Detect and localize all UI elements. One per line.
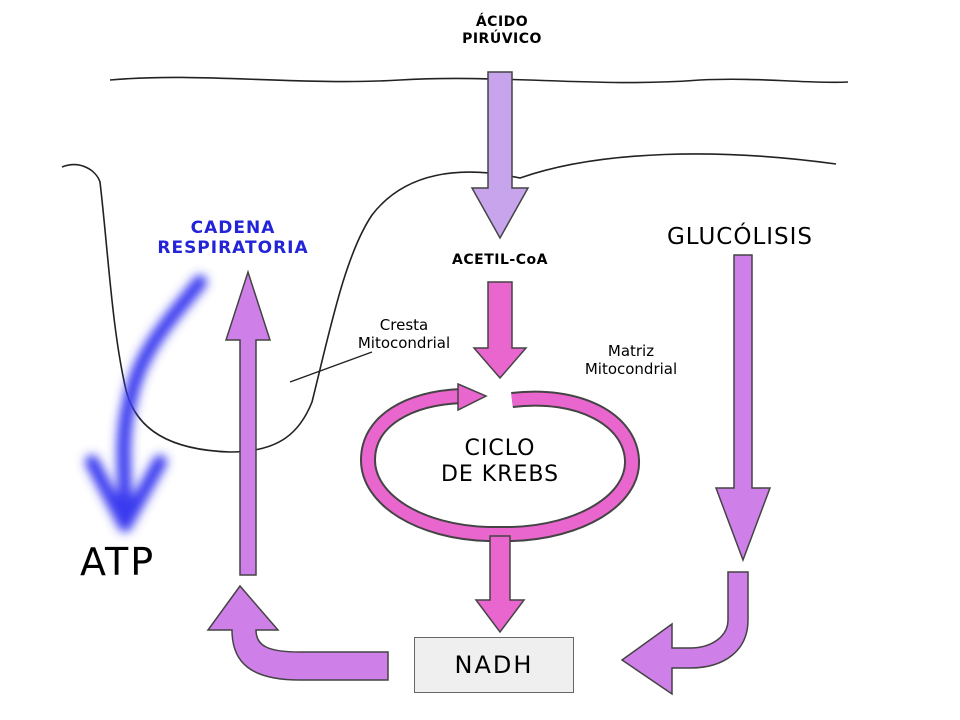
outer-membrane-line	[109, 76, 849, 84]
acetylcoa-to-krebs-arrow	[472, 281, 528, 380]
label-pyruvic-acid: ÁCIDO PIRÚVICO	[462, 14, 542, 47]
label-mito-matrix: Matriz Mitocondrial	[584, 342, 678, 378]
nadh-return-arrow	[206, 584, 389, 681]
label-glycolysis: GLUCÓLISIS	[666, 224, 814, 250]
krebs-cycle-ring-fill	[361, 390, 638, 540]
krebs-to-nadh-arrow	[474, 535, 526, 634]
respiratory-chain-to-atp-arrow	[85, 275, 207, 532]
label-nadh: NADH	[454, 651, 534, 679]
krebs-cycle-arrowhead	[457, 382, 488, 412]
label-krebs-cycle: CICLO DE KREBS	[440, 436, 560, 488]
label-mito-crest: Cresta Mitocondrial	[357, 316, 451, 352]
pyruvate-to-acetylcoa-arrow	[470, 71, 530, 240]
nadh-box: NADH	[414, 637, 574, 693]
crest-pointer-line	[289, 351, 373, 383]
label-acetyl-coa: ACETIL-CoA	[452, 252, 548, 268]
label-respiratory-chain: CADENA RESPIRATORIA	[157, 218, 309, 259]
glycolysis-down-arrow	[714, 254, 772, 563]
nadh-to-respiratory-chain-arrow	[224, 269, 272, 576]
glycolysis-to-nadh-arrow	[620, 571, 749, 696]
inner-membrane-line	[61, 153, 837, 453]
label-atp: ATP	[80, 540, 156, 584]
